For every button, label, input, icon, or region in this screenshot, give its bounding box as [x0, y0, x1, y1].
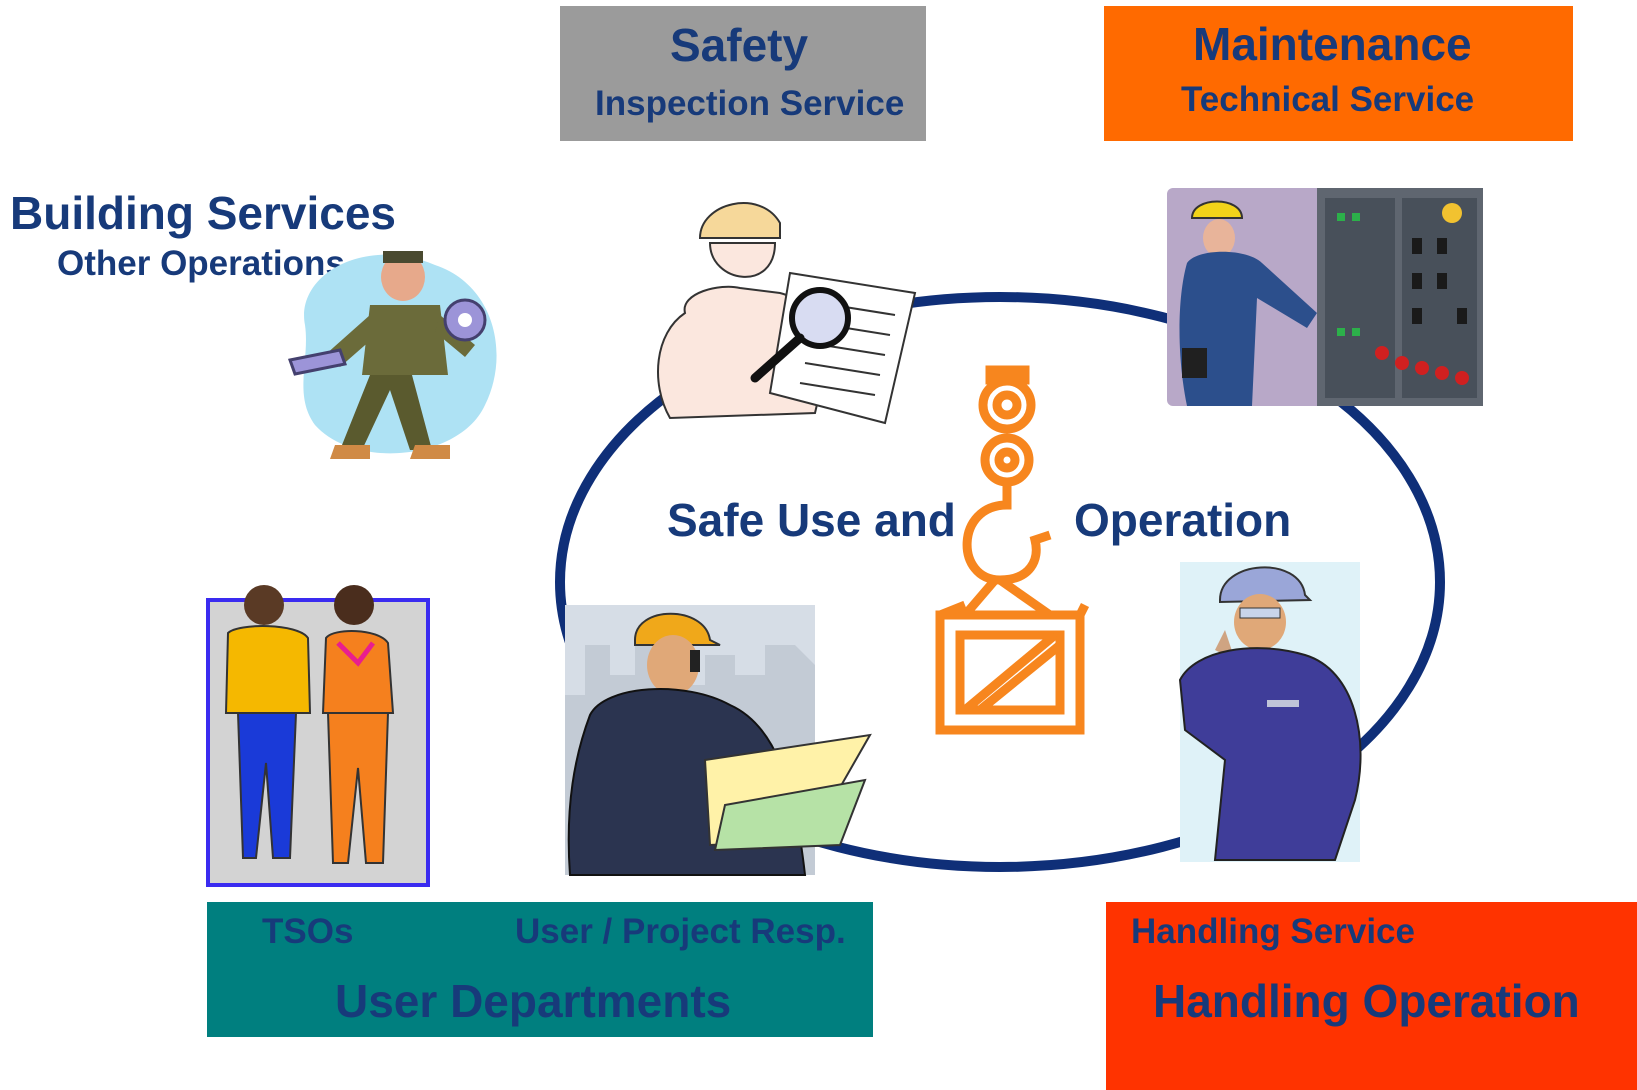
maintenance-box [1104, 6, 1573, 141]
handling-operation-title: Handling Operation [1153, 975, 1580, 1027]
building-services-label: Building Services [10, 187, 397, 239]
mechanic-clipart [288, 251, 497, 459]
handling-service-label: Handling Service [1131, 912, 1415, 951]
inspector-clipart [657, 202, 917, 425]
user-project-resp-label: User / Project Resp. [515, 912, 846, 951]
technician-control-panel-photo [1167, 188, 1483, 406]
safety-subtitle: Inspection Service [595, 84, 905, 123]
walking-people-clipart [206, 585, 430, 887]
center-label-left: Safe Use and [667, 494, 956, 546]
tsos-label: TSOs [262, 912, 354, 951]
crane-hook-crate-icon [935, 365, 1090, 735]
worker-phone-clipart [1178, 562, 1362, 862]
center-label-right: Operation [1074, 494, 1292, 546]
handling-box [1106, 902, 1637, 1090]
other-operations-label: Other Operations [57, 244, 345, 283]
safety-box [560, 6, 926, 141]
user-departments-box [207, 902, 873, 1037]
safety-title: Safety [670, 19, 809, 71]
engineer-phone-clipart [565, 605, 872, 876]
maintenance-title: Maintenance [1193, 18, 1472, 70]
user-departments-title: User Departments [335, 975, 732, 1027]
maintenance-subtitle: Technical Service [1181, 80, 1475, 119]
